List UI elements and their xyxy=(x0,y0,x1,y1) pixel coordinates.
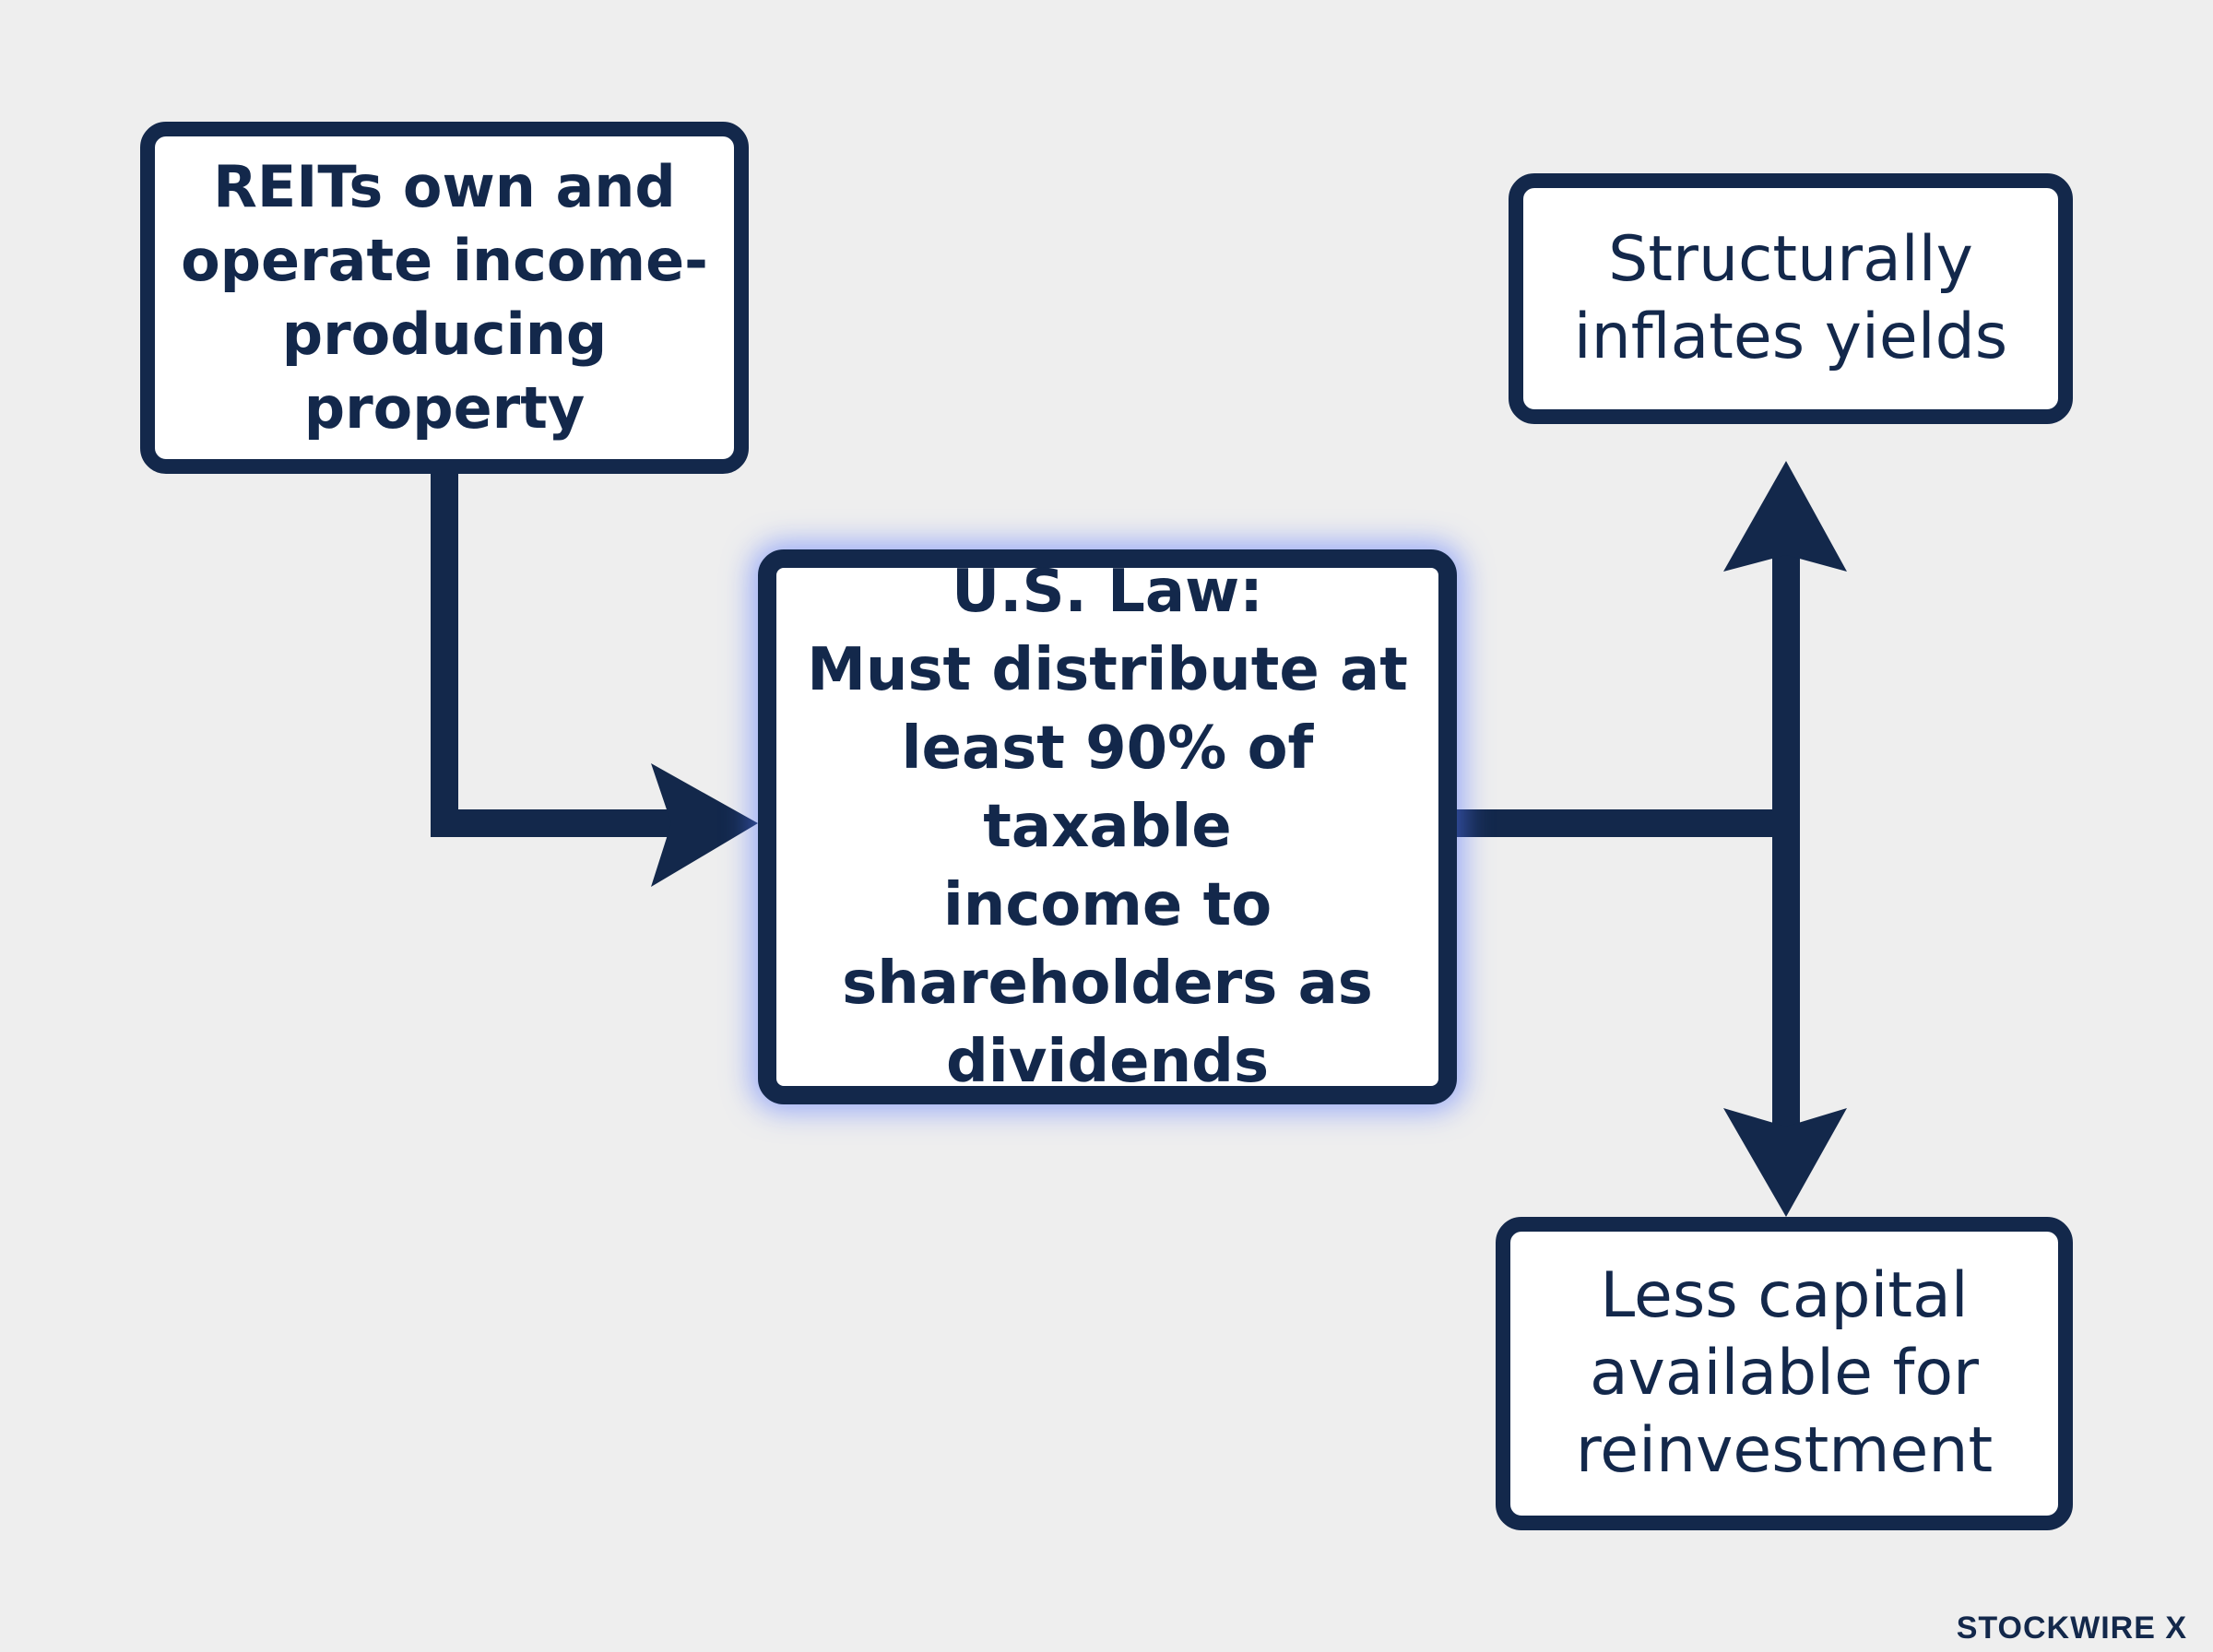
arrowhead-up xyxy=(1723,461,1847,572)
node-law-label: U.S. Law: Must distribute at least 90% o… xyxy=(807,557,1408,1096)
node-inflates-yields: Structurally inflates yields xyxy=(1509,173,2073,424)
arrowhead-right xyxy=(651,763,758,887)
stockwire-logo: STOCKWIRE X xyxy=(1956,1611,2187,1646)
arrowhead-down xyxy=(1723,1108,1847,1217)
connector-reits-to-law xyxy=(431,472,673,837)
node-capital-label: Less capital available for reinvestment xyxy=(1575,1259,1994,1487)
node-us-law-distribution: U.S. Law: Must distribute at least 90% o… xyxy=(758,549,1457,1104)
node-reits-label: REITs own and operate income- producing … xyxy=(181,153,708,442)
node-reits-own-property: REITs own and operate income- producing … xyxy=(140,122,749,474)
node-yields-label: Structurally inflates yields xyxy=(1573,223,2008,373)
node-less-capital: Less capital available for reinvestment xyxy=(1496,1217,2073,1530)
